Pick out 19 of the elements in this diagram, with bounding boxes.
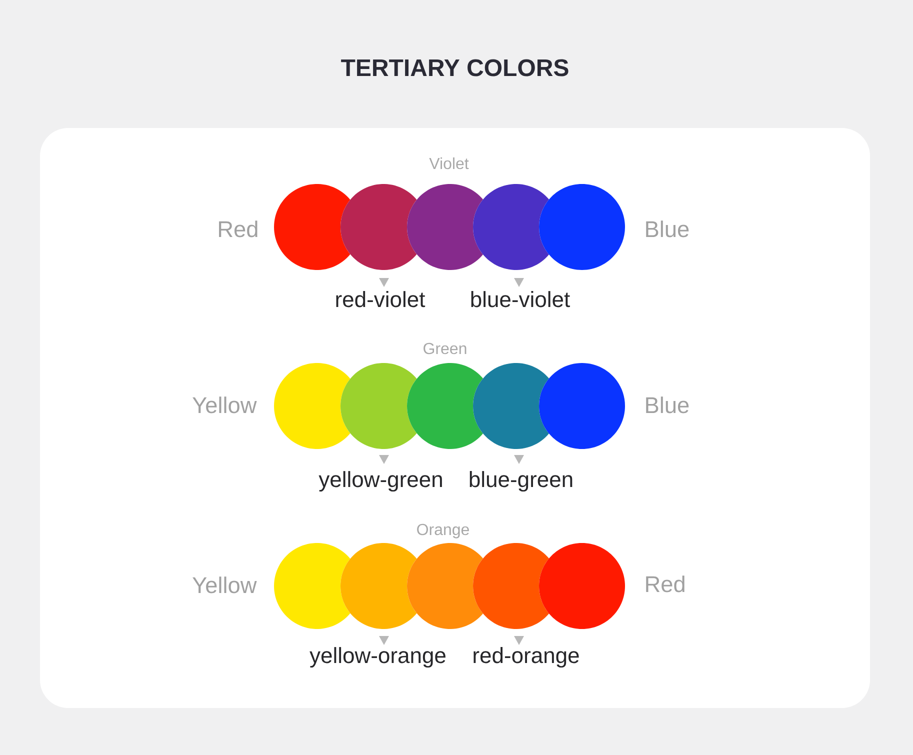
color-circle xyxy=(539,363,625,449)
mix-label: red-orange xyxy=(474,647,579,668)
mix-label: yellow-orange xyxy=(310,647,446,668)
row-label: Orange xyxy=(417,524,469,538)
row-label: Violet xyxy=(429,157,469,170)
color-name: Yellow xyxy=(192,576,257,594)
title: TERTIARY COLORS xyxy=(341,59,568,76)
color-name: Blue xyxy=(646,220,689,238)
color-circle xyxy=(539,543,625,629)
mix-label: red-violet xyxy=(336,291,426,308)
color-name: Blue xyxy=(646,396,689,414)
color-name: Red xyxy=(646,576,684,592)
mix-label: blue-green xyxy=(470,471,572,492)
color-circle xyxy=(539,184,625,270)
row-label: Green xyxy=(424,342,466,354)
color-name: Red xyxy=(219,220,258,238)
mix-label: blue-violet xyxy=(471,291,570,308)
mix-label: yellow-green xyxy=(318,471,442,492)
color-name: Yellow xyxy=(192,396,257,414)
